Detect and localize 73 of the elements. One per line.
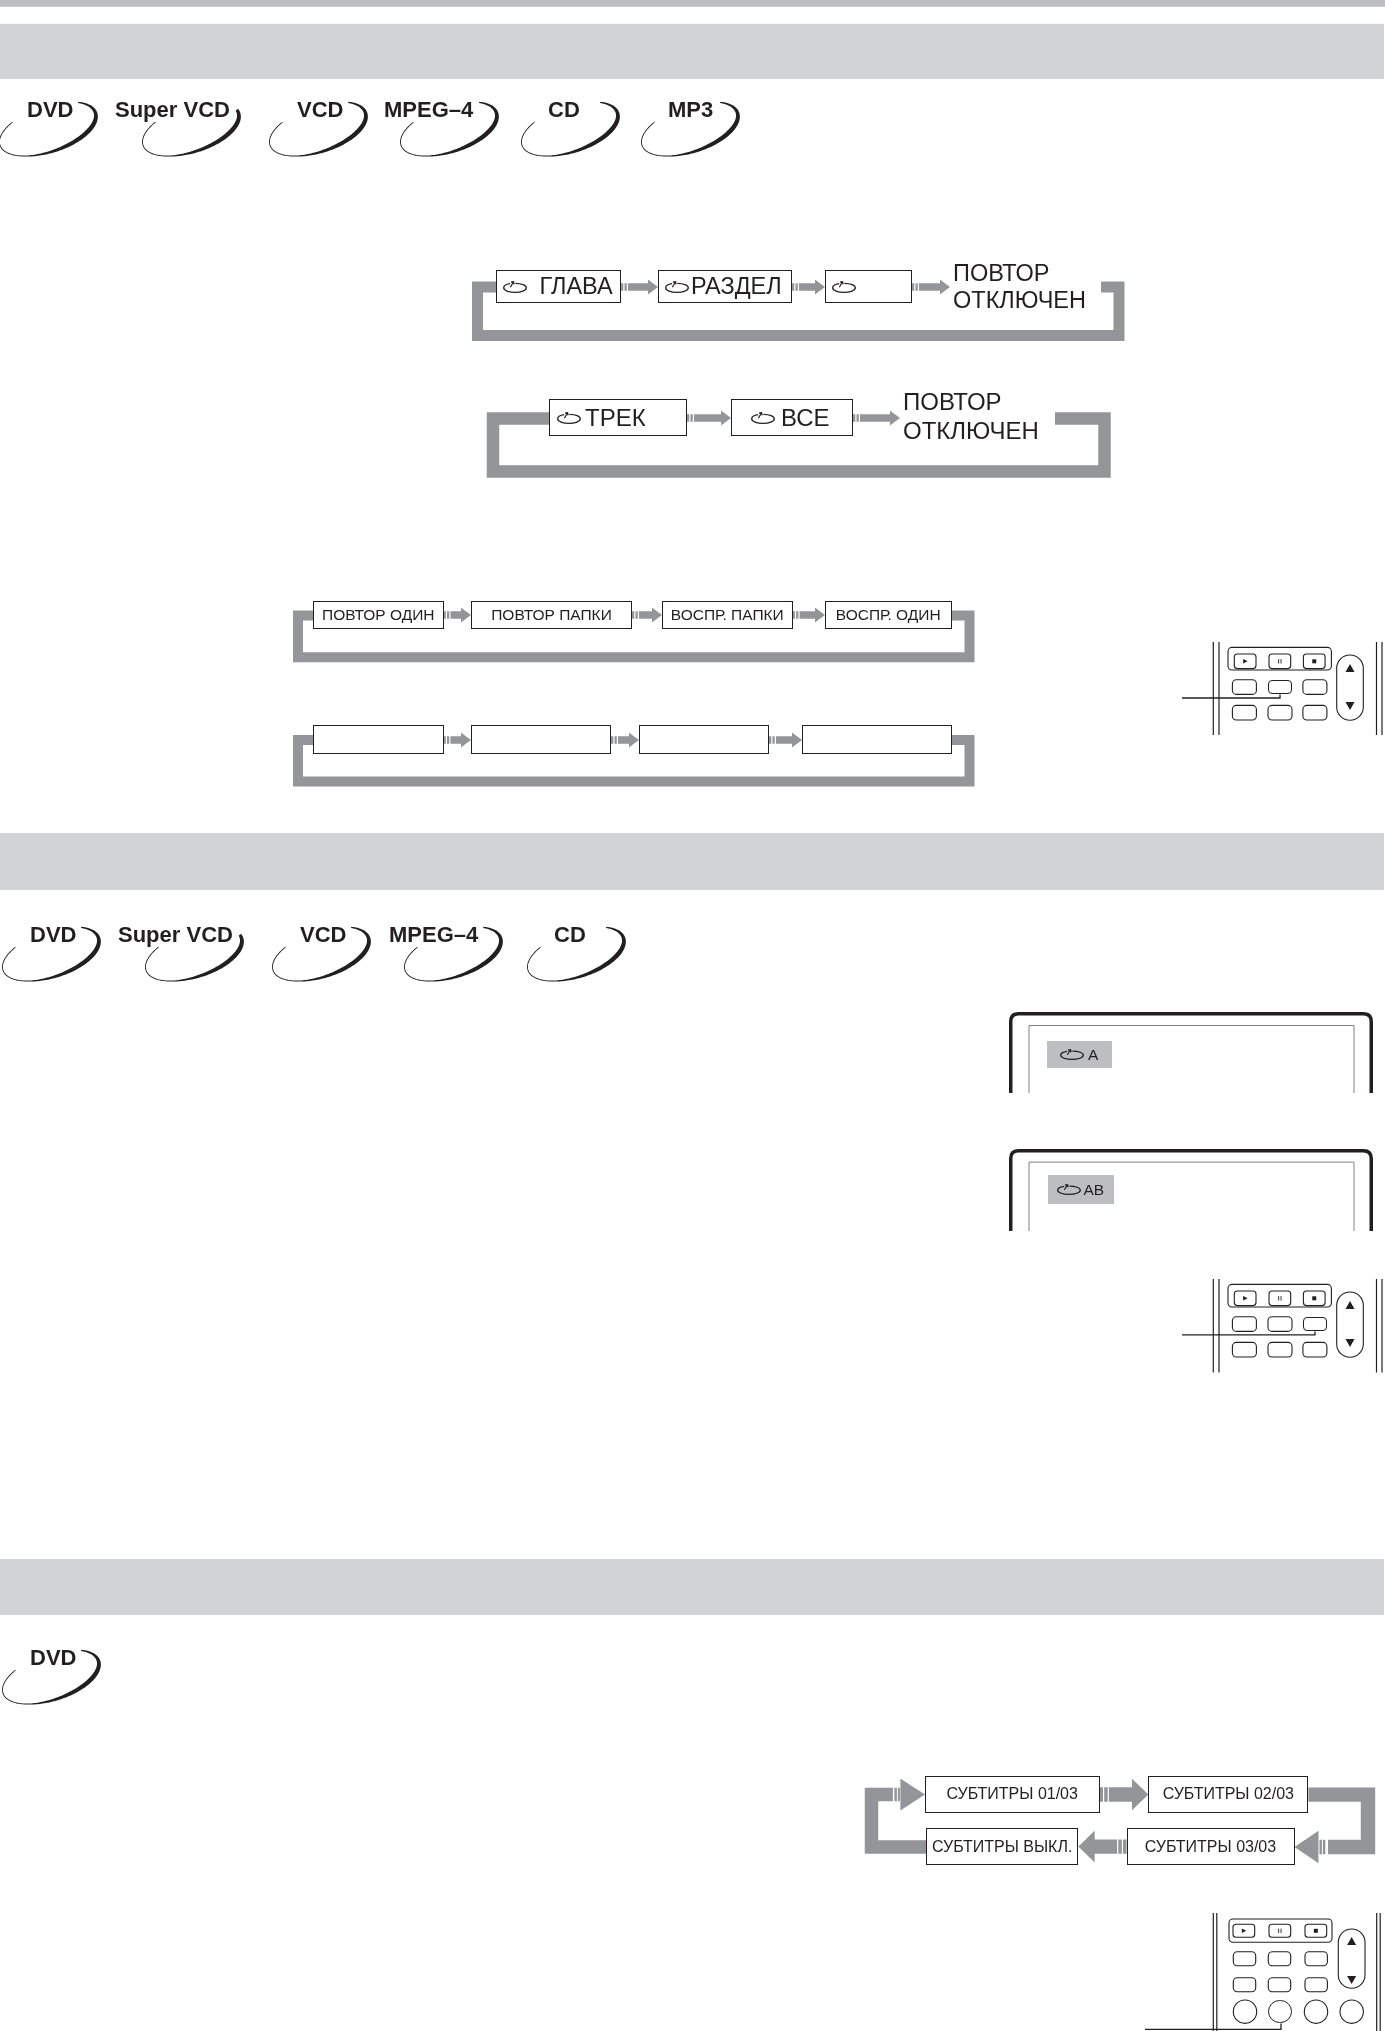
- mode-box: [313, 601, 444, 629]
- return-loop-line: [472, 281, 1125, 341]
- mode-label: ПОВТОР ПАПКИ: [491, 607, 612, 623]
- leader-line: [1181, 1330, 1316, 1336]
- mode-box: [471, 601, 632, 629]
- return-arrow: [864, 1778, 926, 1854]
- empty-mode-box: [471, 725, 611, 754]
- mode-label: РАЗДЕЛ: [691, 274, 782, 299]
- flow-arrow: [769, 732, 802, 748]
- mode-label: ТРЕК: [585, 405, 646, 430]
- mode-box: [658, 270, 792, 303]
- disc-format-label: DVD: [27, 99, 74, 121]
- disc-format-label: VCD: [297, 99, 344, 121]
- subtitle-label: СУБТИТРЫ 03/03: [1144, 1838, 1277, 1855]
- empty-mode-box: [313, 725, 444, 754]
- flow-arrow: [792, 279, 825, 295]
- remote-button: [1268, 679, 1292, 695]
- disc-format-label: CD: [554, 924, 586, 946]
- disc-format-label: MPEG–4: [384, 99, 474, 121]
- flow-arrow: [853, 410, 900, 426]
- flow-arrow: [632, 607, 662, 623]
- mode-box: [825, 270, 912, 303]
- disc-format-label: Super VCD: [115, 99, 230, 121]
- subtitle-box: [925, 1775, 1100, 1813]
- disc-format-label: Super VCD: [118, 924, 233, 946]
- flow-arrow: [1078, 1830, 1127, 1863]
- on-screen-indicator: [1048, 1175, 1114, 1204]
- mode-box: [731, 399, 853, 436]
- disc-format-label: DVD: [30, 1647, 77, 1669]
- tv-screen: [1009, 1011, 1373, 1093]
- subtitle-box: [1148, 1775, 1309, 1813]
- mode-label: ВСЕ: [781, 405, 830, 430]
- mode-label: ВОСПР. ОДИН: [835, 607, 941, 623]
- mode-box: [496, 270, 621, 303]
- disc-format-label: MPEG–4: [389, 924, 479, 946]
- status-text: ПОВТОР ОТКЛЮЧЕН: [950, 260, 1101, 314]
- subtitle-box: [1126, 1828, 1295, 1866]
- leader-line: [1181, 693, 1281, 699]
- flow-arrow: [792, 607, 825, 623]
- mode-box: [549, 399, 687, 436]
- flow-arrow: [443, 607, 471, 623]
- flow-arrow: [687, 410, 731, 426]
- mode-label: ПОВТОР ОДИН: [322, 607, 435, 623]
- disc-format-label: MP3: [668, 99, 714, 121]
- mode-box: [825, 601, 952, 629]
- subtitle-label: СУБТИТРЫ ВЫКЛ.: [931, 1838, 1073, 1855]
- flow-arrow: [611, 732, 639, 748]
- remote-button: [1302, 1316, 1327, 1332]
- empty-mode-box: [802, 725, 952, 754]
- subtitle-label: СУБТИТРЫ 02/03: [1162, 1786, 1294, 1802]
- return-loop-line: [293, 735, 975, 787]
- return-loop-line: [293, 610, 975, 663]
- subtitle-box: [926, 1828, 1079, 1866]
- on-screen-indicator: [1047, 1040, 1112, 1068]
- empty-mode-box: [639, 725, 769, 754]
- flow-arrow: [621, 279, 658, 295]
- leader-line: [1144, 2022, 1282, 2030]
- mode-label: ВОСПР. ПАПКИ: [670, 607, 784, 623]
- return-arrow: [1294, 1787, 1376, 1864]
- flow-arrow: [912, 279, 950, 295]
- flow-arrow: [443, 732, 471, 748]
- status-text: ПОВТОР ОТКЛЮЧЕН: [900, 387, 1055, 445]
- mode-label: ГЛАВА: [539, 274, 613, 299]
- disc-format-label: VCD: [300, 924, 347, 946]
- subtitle-label: СУБТИТРЫ 01/03: [946, 1786, 1078, 1802]
- mode-box: [662, 601, 793, 629]
- indicator-text: A: [1087, 1046, 1099, 1063]
- flow-arrow: [1099, 1778, 1149, 1811]
- disc-format-label: DVD: [30, 924, 77, 946]
- remote-button: [1268, 2000, 1292, 2024]
- tv-screen: [1009, 1149, 1373, 1232]
- disc-format-label: CD: [548, 99, 580, 121]
- indicator-text: AB: [1083, 1181, 1105, 1198]
